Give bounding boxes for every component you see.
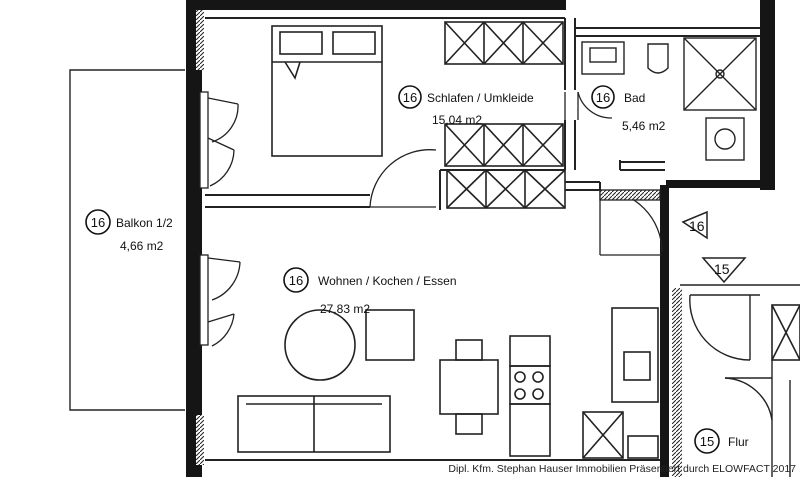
room-number-balkon: 16 <box>91 215 105 230</box>
room-area-schlafen: 15,04 m2 <box>432 113 482 127</box>
room-number-bad: 16 <box>596 90 610 105</box>
kitchen-counter <box>509 307 659 459</box>
balcony-door-lower <box>199 254 241 347</box>
room-area-bad: 5,46 m2 <box>622 119 666 133</box>
room-number-schlafen: 16 <box>403 90 417 105</box>
room-number-wohnen: 16 <box>289 273 303 288</box>
marker-door-15: 15 <box>701 257 747 284</box>
wall-window-top <box>196 10 204 70</box>
dining-round-table <box>284 309 415 381</box>
outer-walls <box>186 0 775 477</box>
room-name-balkon: Balkon 1/2 <box>116 216 173 230</box>
wardrobe-top <box>444 21 564 65</box>
room-number-flur: 15 <box>700 434 714 449</box>
marker-door-16-label: 16 <box>689 218 705 234</box>
wardrobe-kitchen <box>582 411 624 459</box>
sofa <box>237 395 391 453</box>
room-label-bad: 16 Bad 5,46 m2 <box>591 85 666 133</box>
room-name-bad: Bad <box>624 91 645 105</box>
room-name-flur: Flur <box>728 435 749 449</box>
double-bed <box>271 25 383 157</box>
room-name-schlafen: Schlafen / Umkleide <box>427 91 534 105</box>
bathroom-fixtures <box>581 37 757 161</box>
marker-door-16: 16 <box>681 210 708 240</box>
balcony-door-upper <box>199 91 239 189</box>
wardrobe-hall <box>446 169 566 209</box>
flur-area <box>672 284 800 477</box>
balcony-outline <box>69 69 185 411</box>
bedroom-door <box>369 149 437 208</box>
wall-window-bottom <box>196 415 204 465</box>
marker-door-15-label: 15 <box>714 261 730 277</box>
entrance-door <box>599 189 663 256</box>
bathroom-door <box>564 91 613 120</box>
room-name-wohnen: Wohnen / Kochen / Essen <box>318 274 457 288</box>
copyright-credit: Dipl. Kfm. Stephan Hauser Immobilien Prä… <box>448 463 796 475</box>
room-label-flur: 15 Flur <box>694 428 749 454</box>
dining-table <box>439 339 499 435</box>
room-label-wohnen: 16 Wohnen / Kochen / Essen 27,83 m2 <box>283 267 457 316</box>
room-label-schlafen: 16 Schlafen / Umkleide 15,04 m2 <box>398 85 534 127</box>
room-label-balkon: 16 Balkon 1/2 4,66 m2 <box>85 209 173 253</box>
room-area-balkon: 4,66 m2 <box>120 239 164 253</box>
wardrobe-mid <box>444 123 564 167</box>
wardrobe-flur <box>771 304 800 361</box>
room-area-wohnen: 27,83 m2 <box>320 302 370 316</box>
